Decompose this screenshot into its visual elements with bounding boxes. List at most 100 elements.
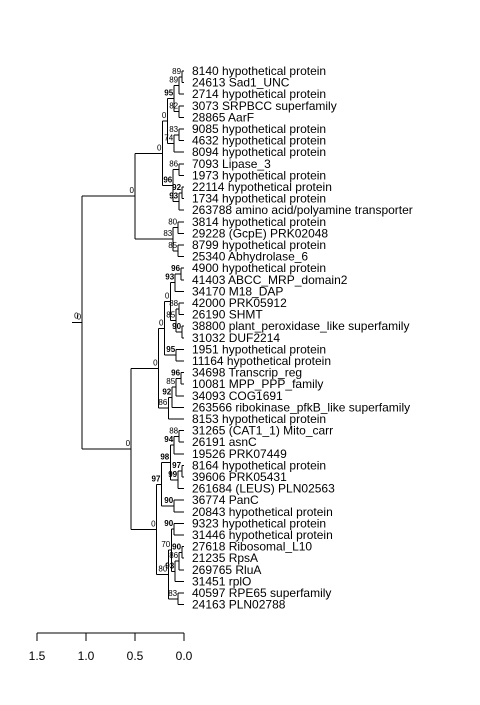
leaf-label: 263788 amino acid/polyamine transporter [192, 203, 413, 217]
support-value: 0 [126, 439, 131, 448]
leaf-label: 21235 RpsA [192, 551, 258, 565]
leaf-label: 28865 AarF [192, 110, 254, 124]
support-value: 0 [162, 111, 167, 120]
support-value: 95 [164, 89, 173, 98]
support-value: 86 [158, 398, 167, 407]
support-value: 0 [74, 312, 79, 321]
leaf-label: 38800 plant_peroxidase_like superfamily [192, 319, 409, 333]
leaf-label: 10081 MPP_PPP_family [192, 377, 323, 391]
support-value: 85 [166, 310, 175, 319]
leaf-label: 8799 hypothetical protein [192, 238, 326, 252]
support-value: 0 [153, 358, 158, 367]
leaf-label: 9323 hypothetical protein [192, 516, 326, 530]
support-value: 95 [166, 345, 175, 354]
leaf-label: 4632 hypothetical protein [192, 134, 326, 148]
support-value: 86 [169, 551, 178, 560]
leaf-label: 34170 M18_DAP [192, 284, 283, 298]
leaf-label: 269765 RluA [192, 563, 261, 577]
leaf-label: 2714 hypothetical protein [192, 87, 326, 101]
leaf-label: 29228 (GcpE) PRK02048 [192, 226, 328, 240]
support-value: 90 [164, 496, 173, 505]
support-value: 0 [157, 143, 162, 152]
support-value: 96 [171, 368, 180, 377]
support-value: 92 [172, 183, 181, 192]
support-value: 93 [165, 561, 174, 570]
leaf-label: 8140 hypothetical protein [192, 64, 326, 78]
support-value: 80 [158, 565, 167, 574]
leaf-label: 27618 Ribosomal_L10 [192, 540, 312, 554]
leaf-label: 4900 hypothetical protein [192, 261, 326, 275]
axis-tick-label: 1.0 [78, 649, 95, 663]
leaf-label: 3814 hypothetical protein [192, 215, 326, 229]
leaf-label: 34093 COG1691 [192, 389, 283, 403]
support-value: 97 [172, 461, 181, 470]
support-value: 83 [163, 229, 172, 238]
support-value: 0 [165, 292, 170, 301]
leaf-label: 36774 PanC [192, 493, 259, 507]
support-value: 85 [166, 377, 175, 386]
leaf-label: 263566 ribokinase_pfkB_like superfamily [192, 400, 410, 414]
support-value: 0 [159, 318, 164, 327]
axis-tick-label: 1.5 [29, 649, 46, 663]
leaf-label: 31446 hypothetical protein [192, 528, 333, 542]
leaf-label: 39606 PRK05431 [192, 470, 287, 484]
scale-axis: 1.5 1.0 0.5 0.0 [29, 632, 193, 663]
support-value: 98 [160, 453, 169, 462]
support-value: 83 [169, 125, 178, 134]
leaf-label: 40597 RPE65 superfamily [192, 586, 331, 600]
support-value: 92 [162, 387, 171, 396]
leaf-label: 42000 PRK05912 [192, 296, 287, 310]
axis-tick-label: 0.5 [127, 649, 144, 663]
leaf-label: 41403 ABCC_MRP_domain2 [192, 273, 348, 287]
leaf-label: 26190 SHMT [192, 308, 263, 322]
support-values: 8989829583740869293960808583096938890850… [74, 67, 182, 598]
leaf-label: 24613 Sad1_UNC [192, 76, 290, 90]
support-value: 97 [152, 474, 161, 483]
support-value: 93 [165, 273, 174, 282]
support-value: 89 [169, 76, 178, 85]
tree-branches [72, 70, 184, 606]
leaf-label: 34698 Transcrip_reg [192, 366, 302, 380]
leaf-label: 261684 (LEUS) PLN02563 [192, 482, 335, 496]
leaf-label: 31265 (CAT1_1) Mito_carr [192, 424, 333, 438]
leaf-label: 19526 PRK07449 [192, 447, 287, 461]
leaf-label: 1734 hypothetical protein [192, 192, 326, 206]
support-value: 86 [169, 160, 178, 169]
support-value: 89 [172, 67, 181, 76]
support-value: 0 [77, 313, 82, 322]
leaf-label: 9085 hypothetical protein [192, 122, 326, 136]
support-value: 90 [164, 519, 173, 528]
leaf-label: 8153 hypothetical protein [192, 412, 326, 426]
support-value: 0 [130, 186, 135, 195]
support-value: 88 [169, 299, 178, 308]
support-value: 93 [169, 192, 178, 201]
leaf-label: 1973 hypothetical protein [192, 168, 326, 182]
leaf-label: 26191 asnC [192, 435, 257, 449]
support-value: 74 [164, 134, 173, 143]
leaf-label: 8094 hypothetical protein [192, 145, 326, 159]
support-value: 99 [168, 470, 177, 479]
support-value: 70 [161, 540, 170, 549]
leaf-label: 8164 hypothetical protein [192, 458, 326, 472]
support-value: 0 [151, 519, 156, 528]
support-value: 90 [172, 542, 181, 551]
leaf-label: 24163 PLN02788 [192, 598, 286, 612]
leaf-label: 31451 rplO [192, 574, 251, 588]
support-value: 90 [172, 322, 181, 331]
leaf-label: 22114 hypothetical protein [192, 180, 332, 194]
leaf-label: 3073 SRPBCC superfamily [192, 99, 337, 113]
leaf-label: 31032 DUF2214 [192, 331, 280, 345]
leaf-label: 20843 hypothetical protein [192, 505, 333, 519]
support-value: 82 [169, 102, 178, 111]
support-value: 88 [169, 426, 178, 435]
support-value: 96 [163, 176, 172, 185]
axis-tick-label: 0.0 [176, 649, 193, 663]
support-value: 80 [168, 218, 177, 227]
leaf-label: 1951 hypothetical protein [192, 342, 326, 356]
leaf-label: 11164 hypothetical protein [192, 354, 331, 368]
leaf-label: 7093 Lipase_3 [192, 157, 271, 171]
support-value: 85 [168, 241, 177, 250]
support-value: 96 [171, 264, 180, 273]
